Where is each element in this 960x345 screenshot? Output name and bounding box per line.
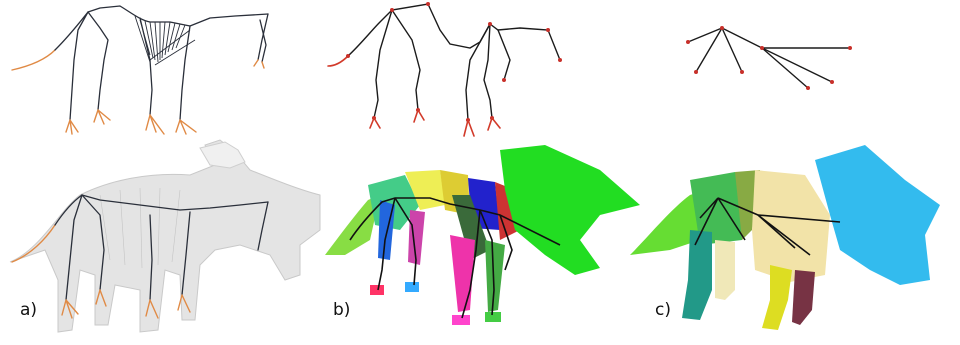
panel-a-skeleton-curve xyxy=(12,6,268,134)
panel-b-segmentation xyxy=(325,145,640,325)
panel-label-b: b) xyxy=(333,300,350,320)
panel-label-a: a) xyxy=(20,300,37,320)
panel-c-skeleton xyxy=(686,26,852,90)
panel-label-c: c) xyxy=(655,300,671,320)
panel-a-mesh xyxy=(10,140,320,332)
panel-b-skeleton-curve xyxy=(328,2,562,136)
panel-c-segmentation xyxy=(630,145,940,330)
